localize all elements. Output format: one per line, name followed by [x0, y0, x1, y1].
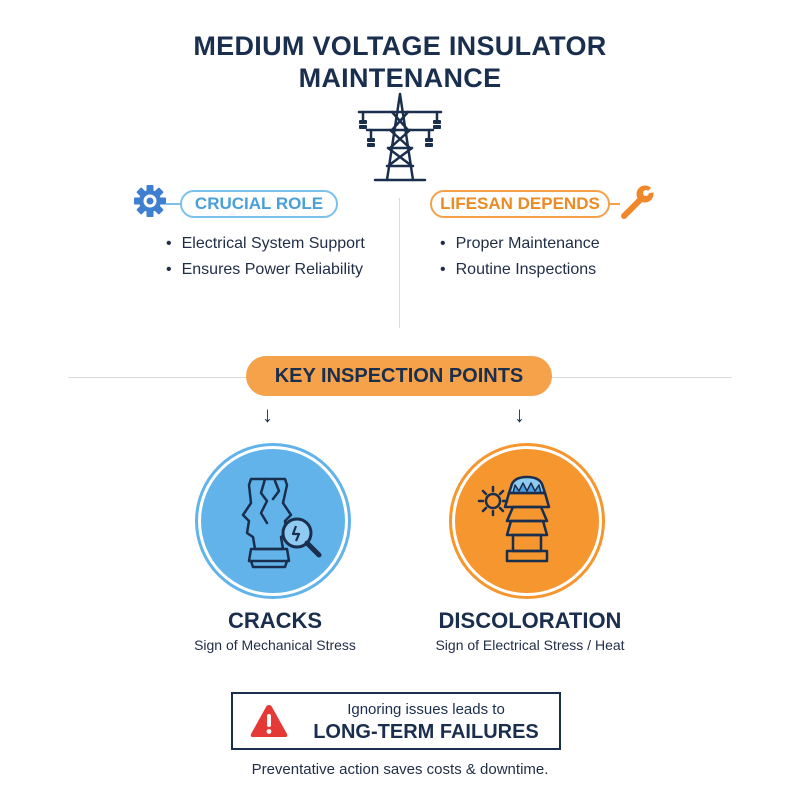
- cracks-title: CRACKS: [227, 608, 323, 633]
- transmission-tower-icon: [357, 92, 443, 182]
- warning-triangle-icon: [250, 705, 288, 737]
- lifespan-bullet-list: Proper Maintenance Routine Inspections: [440, 231, 600, 283]
- warning-box: Ignoring issues leads to LONG-TERM FAILU…: [231, 692, 561, 750]
- discoloration-icon-circle: [452, 446, 602, 596]
- key-inspection-label: KEY INSPECTION POINTS: [274, 364, 524, 387]
- crucial-role-label: CRUCIAL ROLE: [194, 194, 324, 213]
- gear-icon: [134, 185, 166, 217]
- warning-line-2: LONG-TERM FAILURES: [313, 721, 539, 743]
- wrench-icon: [621, 185, 655, 219]
- down-arrow-icon: ↓: [514, 402, 525, 427]
- down-arrow-icon: ↓: [262, 402, 273, 427]
- wrench-connector-line: [608, 203, 620, 205]
- lifespan-depends-pill: LIFESAN DEPENDS: [430, 190, 610, 218]
- gear-connector-line: [166, 203, 182, 205]
- crucial-role-bullet-list: Electrical System Support Ensures Power …: [166, 231, 365, 283]
- discolored-insulator-sun-icon: [477, 475, 551, 563]
- crucial-role-pill: CRUCIAL ROLE: [180, 190, 338, 218]
- cracks-subtitle: Sign of Mechanical Stress: [194, 637, 356, 653]
- title-line-1: MEDIUM VOLTAGE INSULATOR: [193, 31, 607, 61]
- lifespan-depends-label: LIFESAN DEPENDS: [440, 194, 600, 213]
- list-item: Electrical System Support: [166, 231, 365, 257]
- vertical-divider: [399, 198, 400, 328]
- list-item: Routine Inspections: [440, 257, 600, 283]
- title-line-2: MAINTENANCE: [298, 63, 502, 93]
- footer-note: Preventative action saves costs & downti…: [251, 761, 549, 778]
- list-item: Proper Maintenance: [440, 231, 600, 257]
- key-inspection-banner: KEY INSPECTION POINTS: [246, 356, 552, 396]
- cracks-icon-circle: [198, 446, 348, 596]
- list-item: Ensures Power Reliability: [166, 257, 365, 283]
- cracked-insulator-magnifier-icon: [241, 477, 322, 569]
- discoloration-title: DISCOLORATION: [438, 608, 622, 633]
- discoloration-subtitle: Sign of Electrical Stress / Heat: [435, 637, 625, 653]
- warning-line-1: Ignoring issues leads to: [347, 701, 505, 718]
